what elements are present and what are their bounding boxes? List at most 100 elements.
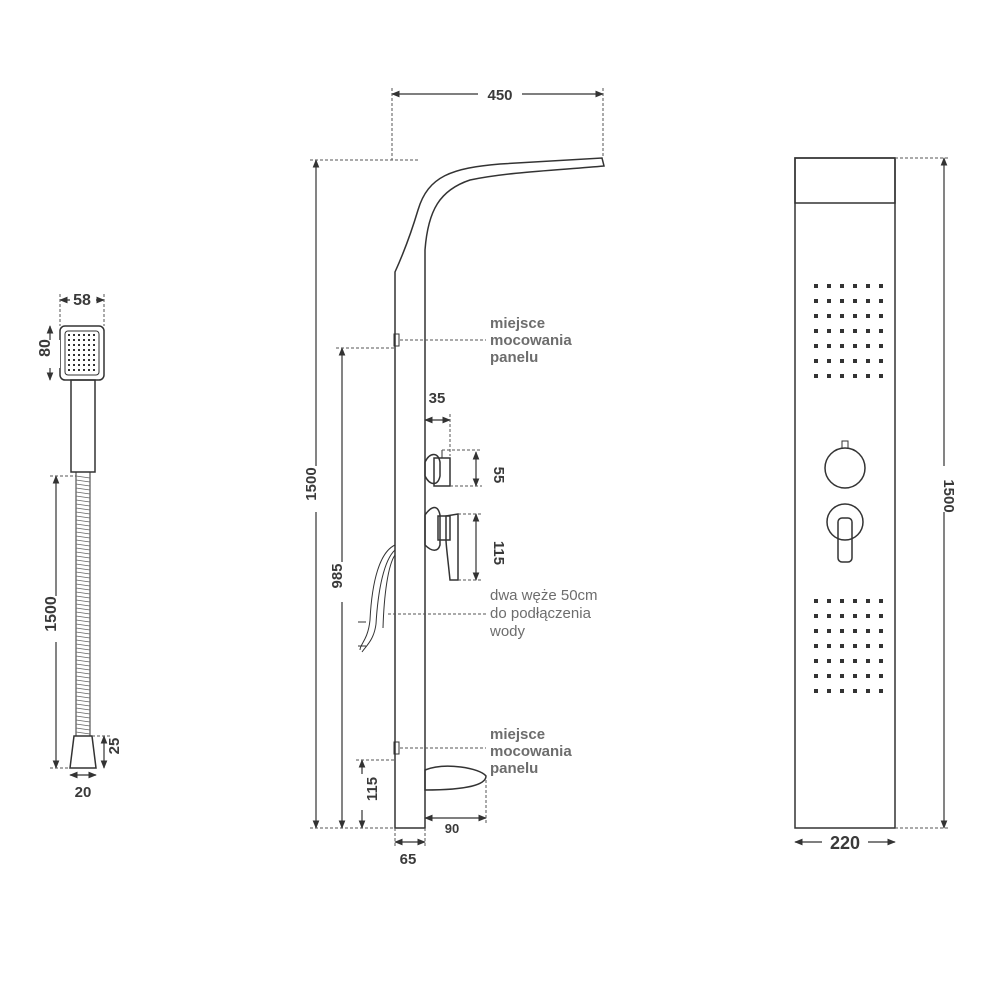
nozzle [93,349,95,351]
nozzle [93,354,95,356]
jet-hole [879,359,883,363]
hand-shower-view: 58 80 1500 25 20 [37,290,123,801]
jet-hole [853,629,857,633]
hose-coil [75,627,91,631]
dim-knob-height: 55 [490,467,507,484]
jet-hole [840,359,844,363]
dim-knob-offset: 35 [429,390,446,407]
jet-hole [853,674,857,678]
nozzle [78,344,80,346]
hose-coil [75,567,91,571]
hose-coil [75,527,91,531]
body-jets-top [814,284,883,378]
jet-hole [840,599,844,603]
hose-coil [75,575,91,579]
jet-hole [827,299,831,303]
jet-hole [853,374,857,378]
hose-coil [75,615,91,619]
nozzle [68,369,70,371]
hose-coil [75,499,91,503]
hose-coil [75,495,91,499]
nozzle [73,344,75,346]
nozzle [78,349,80,351]
jet-hole [853,599,857,603]
nozzle [78,334,80,336]
hose-coil [75,699,91,703]
jet-hole [840,659,844,663]
note-mount-bottom-line3: panelu [490,760,538,777]
jet-hole [814,614,818,618]
jet-hole [814,329,818,333]
hose-coil [75,671,91,675]
jet-hole [814,599,818,603]
jet-hole [866,644,870,648]
dim-fitting-width: 20 [75,784,92,801]
hose-coil [75,523,91,527]
jet-hole [827,314,831,318]
nozzle [68,359,70,361]
jet-hole [840,314,844,318]
dim-front-width: 220 [830,833,860,853]
jet-hole [814,314,818,318]
nozzle [73,349,75,351]
hose-coil [75,515,91,519]
dim-front-height: 1500 [940,479,957,512]
nozzle [68,364,70,366]
nozzle [68,344,70,346]
jet-hole [814,344,818,348]
hose-coil [75,483,91,487]
note-hoses-line1: dwa węże 50cm [490,587,598,604]
side-lever-mixer [424,506,459,581]
jet-hole [827,659,831,663]
dim-overhang: 450 [487,87,512,104]
nozzle [93,344,95,346]
jet-hole [866,659,870,663]
jet-hole [814,644,818,648]
nozzle [78,339,80,341]
jet-hole [866,299,870,303]
hose-coil [75,695,91,699]
jet-hole [827,284,831,288]
hose-coil [75,631,91,635]
jet-hole [879,689,883,693]
nozzle [73,364,75,366]
jet-hole [853,284,857,288]
jet-hole [827,329,831,333]
nozzle [83,364,85,366]
side-spout [424,765,487,791]
dim-fitting-height: 25 [106,738,123,755]
hose-coil [75,539,91,543]
hose-coil [75,543,91,547]
hose-coil [75,607,91,611]
jet-hole [853,329,857,333]
jet-hole [866,599,870,603]
jet-hole [879,644,883,648]
hose-coil [75,579,91,583]
hose-coil [75,679,91,683]
hose-coil [75,647,91,651]
hose-coil [75,639,91,643]
note-hoses-line3: wody [489,623,526,640]
panel-side-profile [394,157,605,829]
hose-coil [75,703,91,707]
nozzle [88,344,90,346]
hand-shower-handle [70,379,96,473]
nozzle [78,364,80,366]
dim-spout-width: 90 [445,821,459,836]
jet-hole [866,314,870,318]
jet-hole [827,629,831,633]
jet-hole [879,674,883,678]
hose-coil [75,719,91,723]
nozzle [73,339,75,341]
note-mount-bottom-line1: miejsce [490,726,545,743]
nozzle [88,349,90,351]
hose-coil [75,571,91,575]
jet-hole [879,599,883,603]
jet-hole [840,284,844,288]
hose-coil [75,651,91,655]
shower-hose [75,471,91,737]
jet-hole [840,689,844,693]
jet-hole [840,329,844,333]
jet-hole [866,284,870,288]
nozzle [88,369,90,371]
